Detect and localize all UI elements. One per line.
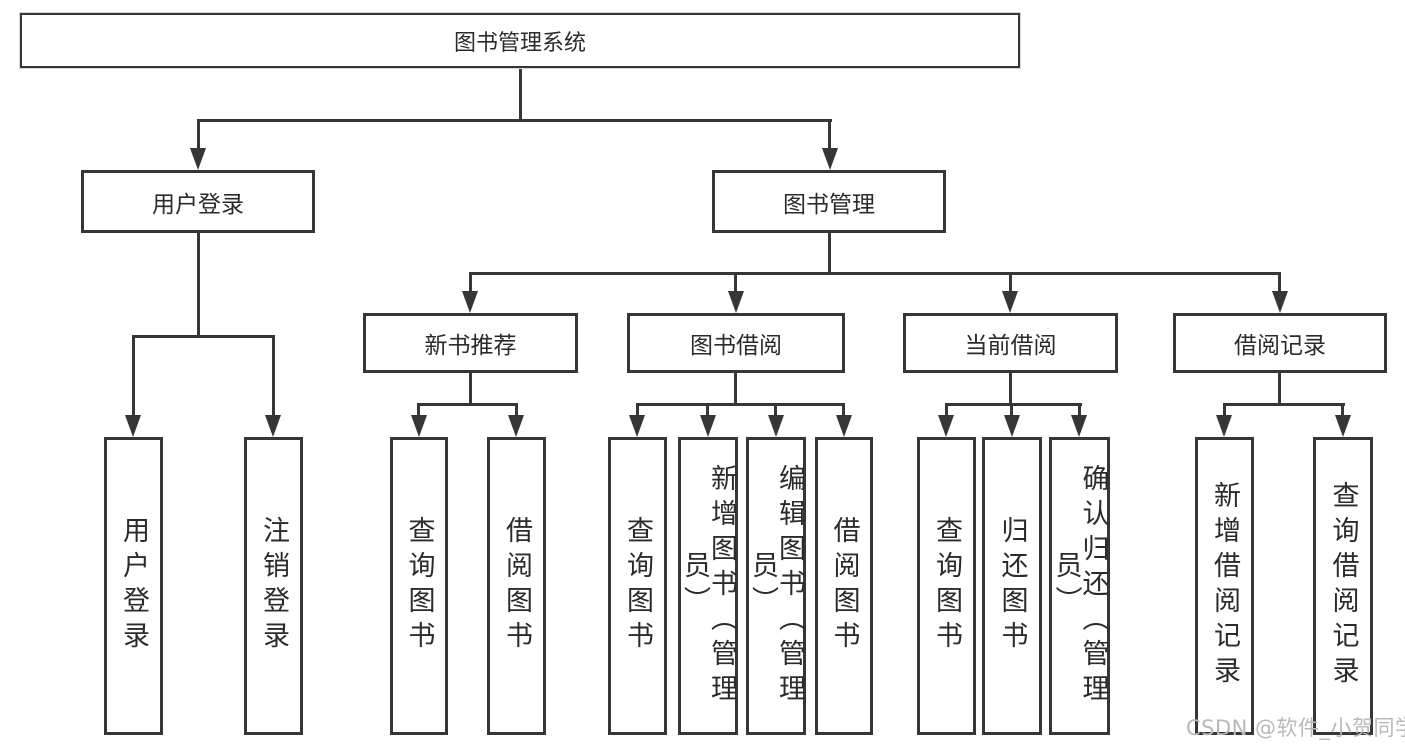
leaf-borrow-book-recommend-label: 借阅图书 — [501, 516, 532, 656]
connector-line — [774, 403, 777, 418]
leaf-query-book-recommend-label: 查询图书 — [403, 516, 435, 656]
arrow-down-icon — [728, 291, 744, 313]
connector-line — [132, 335, 135, 419]
node-current-borrow-label: 当前借阅 — [964, 333, 1057, 359]
connector-line — [417, 403, 420, 418]
connector-line — [132, 335, 275, 338]
connector-line — [417, 403, 518, 406]
arrow-down-icon — [1004, 415, 1020, 437]
leaf-query-book-current-label: 查询图书 — [931, 516, 962, 656]
arrow-down-icon — [629, 415, 645, 437]
leaf-query-book-borrow: 查询图书 — [608, 437, 667, 735]
leaf-confirm-return-admin-label: 确认归还（管理员） — [1050, 463, 1109, 709]
leaf-user-login: 用户登录 — [104, 437, 163, 735]
leaf-query-borrow-record: 查询借阅记录 — [1313, 437, 1373, 735]
arrow-down-icon — [265, 415, 281, 437]
connector-line — [469, 272, 1281, 275]
node-book-borrow-label: 图书借阅 — [690, 333, 782, 359]
leaf-add-borrow-record: 新增借阅记录 — [1195, 437, 1254, 735]
arrow-down-icon — [938, 415, 954, 437]
arrow-down-icon — [768, 415, 784, 437]
node-borrow-records: 借阅记录 — [1173, 313, 1387, 373]
node-borrow-records-label: 借阅记录 — [1234, 333, 1326, 359]
node-book-borrow: 图书借阅 — [627, 313, 845, 373]
connector-line — [1223, 403, 1345, 406]
connector-line — [1009, 372, 1012, 406]
connector-line — [1009, 272, 1012, 294]
leaf-logout-label: 注销登录 — [258, 516, 289, 656]
leaf-edit-book-admin: 编辑图书（管理员） — [746, 437, 806, 735]
arrow-down-icon — [822, 148, 838, 170]
connector-line — [197, 232, 200, 337]
arrow-down-icon — [508, 415, 524, 437]
connector-line — [1278, 272, 1281, 294]
node-root: 图书管理系统 — [20, 13, 1020, 68]
connector-line — [1223, 403, 1226, 418]
arrow-down-icon — [1272, 291, 1288, 313]
connector-line — [1010, 403, 1013, 418]
watermark: CSDN @软件_小贺同学 — [1186, 716, 1405, 740]
connector-line — [469, 372, 472, 406]
leaf-borrow-book-label: 借阅图书 — [828, 516, 860, 656]
node-book-management-label: 图书管理 — [783, 191, 875, 218]
arrow-down-icon — [836, 415, 852, 437]
node-new-book-recommend-label: 新书推荐 — [424, 333, 517, 359]
leaf-add-book-admin: 新增图书（管理员） — [678, 437, 738, 735]
connector-line — [828, 119, 831, 152]
connector-line — [636, 403, 639, 418]
connector-line — [1278, 372, 1281, 406]
node-user-login: 用户登录 — [81, 170, 315, 233]
leaf-query-book-current: 查询图书 — [917, 437, 976, 735]
connector-line — [519, 67, 522, 121]
arrow-down-icon — [1071, 415, 1087, 437]
arrow-down-icon — [700, 415, 716, 437]
node-root-label: 图书管理系统 — [453, 30, 586, 56]
leaf-borrow-book-recommend: 借阅图书 — [487, 437, 546, 735]
arrow-down-icon — [462, 291, 478, 313]
leaf-return-book-label: 归还图书 — [996, 516, 1028, 656]
connector-line — [842, 403, 845, 418]
connector-line — [945, 403, 948, 418]
leaf-add-book-admin-label: 新增图书（管理员） — [679, 463, 737, 709]
connector-line — [197, 119, 200, 152]
leaf-confirm-return-admin: 确认归还（管理员） — [1049, 437, 1110, 735]
leaf-query-book-borrow-label: 查询图书 — [622, 516, 653, 656]
arrow-down-icon — [190, 148, 206, 170]
node-user-login-label: 用户登录 — [152, 191, 244, 218]
leaf-add-borrow-record-label: 新增借阅记录 — [1209, 481, 1240, 691]
arrow-down-icon — [125, 415, 141, 437]
connector-line — [945, 403, 1082, 406]
leaf-user-login-label: 用户登录 — [118, 516, 149, 656]
node-current-borrow: 当前借阅 — [903, 313, 1118, 373]
connector-line — [272, 335, 275, 419]
connector-line — [515, 403, 518, 418]
connector-line — [1341, 403, 1344, 418]
connector-line — [1078, 403, 1081, 418]
arrow-down-icon — [411, 415, 427, 437]
arrow-down-icon — [1002, 291, 1018, 313]
connector-line — [469, 272, 472, 294]
leaf-borrow-book: 借阅图书 — [815, 437, 873, 735]
connector-line — [734, 372, 737, 406]
connector-line — [828, 232, 831, 275]
node-book-management: 图书管理 — [712, 170, 946, 233]
arrow-down-icon — [1216, 415, 1232, 437]
connector-line — [197, 119, 832, 122]
arrow-down-icon — [1335, 415, 1351, 437]
node-new-book-recommend: 新书推荐 — [363, 313, 578, 373]
leaf-logout: 注销登录 — [244, 437, 303, 735]
connector-line — [706, 403, 709, 418]
leaf-query-borrow-record-label: 查询借阅记录 — [1327, 481, 1359, 691]
connector-line — [636, 403, 845, 406]
leaf-edit-book-admin-label: 编辑图书（管理员） — [747, 463, 805, 709]
leaf-query-book-recommend: 查询图书 — [390, 437, 448, 735]
connector-line — [734, 272, 737, 294]
leaf-return-book: 归还图书 — [982, 437, 1042, 735]
